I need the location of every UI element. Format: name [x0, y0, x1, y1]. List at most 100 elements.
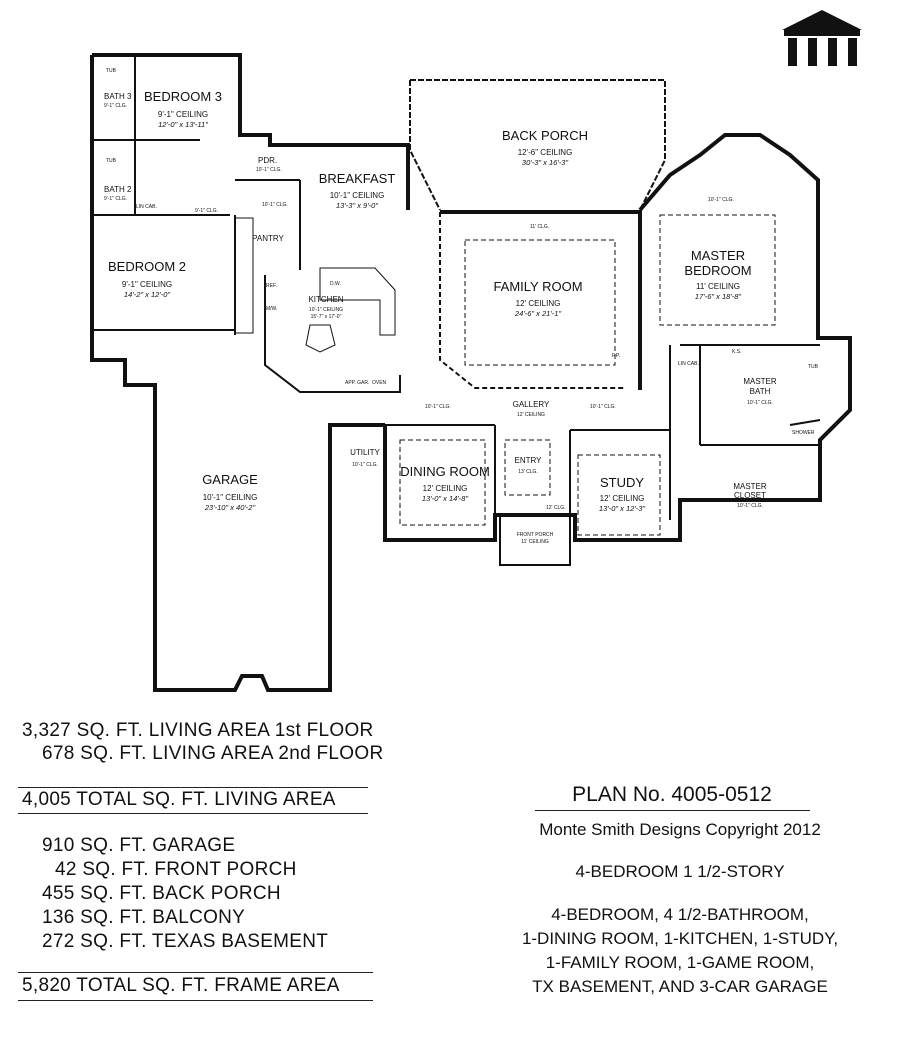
svg-text:CLOSET: CLOSET — [734, 491, 766, 500]
svg-text:11' CEILING: 11' CEILING — [696, 282, 740, 291]
room-utility: UTILITY 10'-1" CLG. — [350, 448, 380, 468]
svg-text:LIN CAB.: LIN CAB. — [136, 204, 157, 210]
svg-text:M/W.: M/W. — [266, 306, 277, 312]
divider — [18, 787, 368, 788]
room-gallery: GALLERY 12' CEILING 10'-1" CLG. 10'-1" C… — [425, 400, 616, 418]
svg-text:17'-6" x 18'-8": 17'-6" x 18'-8" — [695, 292, 741, 301]
svg-text:23'-10" x 40'-2": 23'-10" x 40'-2" — [204, 503, 256, 512]
svg-text:DINING ROOM: DINING ROOM — [400, 464, 490, 479]
divider — [535, 810, 810, 811]
room-front-porch: FRONT PORCH 11' CEILING — [517, 532, 554, 545]
divider — [18, 813, 368, 814]
divider — [18, 972, 373, 973]
room-back-porch: BACK PORCH 12'-6" CEILING 30'-3" x 16'-3… — [502, 128, 588, 167]
svg-text:ENTRY: ENTRY — [515, 456, 543, 465]
svg-text:30'-3" x 16'-3": 30'-3" x 16'-3" — [522, 158, 568, 167]
plan-type: 4-BEDROOM 1 1/2-STORY — [575, 862, 785, 881]
svg-text:GALLERY: GALLERY — [513, 400, 550, 409]
svg-text:12'-6" CEILING: 12'-6" CEILING — [518, 148, 573, 157]
svg-text:F.P.: F.P. — [612, 353, 620, 359]
svg-text:10'-1" CLG.: 10'-1" CLG. — [425, 404, 451, 410]
svg-text:TUB: TUB — [106, 68, 117, 74]
feature-line: 1-DINING ROOM, 1-KITCHEN, 1-STUDY, — [521, 929, 839, 948]
room-master-closet: MASTER CLOSET 10'-1" CLG. — [733, 482, 767, 509]
feature-line: TX BASEMENT, AND 3-CAR GARAGE — [532, 977, 828, 996]
svg-text:13' CLG.: 13' CLG. — [518, 469, 538, 475]
room-study: STUDY 12' CEILING 13'-0" x 12'-3" — [599, 475, 645, 513]
area-front-porch: 42 SQ. FT. FRONT PORCH — [55, 859, 297, 880]
area-total-living: 4,005 TOTAL SQ. FT. LIVING AREA — [22, 789, 336, 810]
interior-walls — [92, 55, 821, 536]
feature-line: 1-FAMILY ROOM, 1-GAME ROOM, — [545, 953, 815, 972]
floor-plan-drawing: BEDROOM 3 9'-1" CEILING 12'-0" x 13'-11"… — [90, 10, 862, 692]
svg-text:12' CEILING: 12' CEILING — [517, 412, 545, 418]
entry-ceiling-note: 12' CLG. — [546, 505, 566, 511]
svg-text:12' CEILING: 12' CEILING — [600, 494, 645, 503]
svg-text:13'-0" x 14'-8": 13'-0" x 14'-8" — [422, 494, 468, 503]
room-pantry: PANTRY — [252, 234, 284, 243]
svg-text:15'-7" x 17'-0": 15'-7" x 17'-0" — [311, 314, 342, 320]
room-bedroom-2: BEDROOM 2 9'-1" CEILING 14'-2" x 12'-0" … — [108, 208, 218, 299]
area-living-1st: 3,327 SQ. FT. LIVING AREA 1st FLOOR — [22, 720, 374, 741]
svg-text:12'-0" x 13'-11": 12'-0" x 13'-11" — [158, 120, 208, 129]
room-family-room: FAMILY ROOM 12' CEILING 24'-6" x 21'-1" … — [493, 224, 620, 359]
svg-text:9'-1" CEILING: 9'-1" CEILING — [122, 280, 172, 289]
svg-text:10'-1" CLG.: 10'-1" CLG. — [256, 167, 282, 173]
svg-text:11' CLG.: 11' CLG. — [530, 224, 549, 230]
room-bedroom-3: BEDROOM 3 9'-1" CEILING 12'-0" x 13'-11" — [144, 89, 222, 129]
svg-text:KITCHEN: KITCHEN — [308, 295, 343, 304]
svg-text:10'-1" CLG.: 10'-1" CLG. — [708, 197, 734, 203]
room-kitchen: KITCHEN 10'-1" CEILING 15'-7" x 17'-0" R… — [266, 281, 387, 386]
svg-text:D.W.: D.W. — [330, 281, 341, 287]
svg-text:MASTER: MASTER — [743, 377, 777, 386]
svg-text:24'-6" x 21'-1": 24'-6" x 21'-1" — [514, 309, 561, 318]
svg-text:GARAGE: GARAGE — [202, 472, 258, 487]
svg-text:BACK PORCH: BACK PORCH — [502, 128, 588, 143]
svg-text:10'-1" CEILING: 10'-1" CEILING — [330, 191, 385, 200]
exterior-walls — [90, 53, 852, 692]
svg-text:SHOWER: SHOWER — [792, 430, 815, 436]
svg-text:9'-1" CLG.: 9'-1" CLG. — [104, 196, 127, 202]
copyright: Monte Smith Designs Copyright 2012 — [539, 820, 821, 839]
svg-text:12' CEILING: 12' CEILING — [423, 484, 468, 493]
room-entry: ENTRY 13' CLG. 12' CLG. — [515, 456, 566, 511]
svg-text:9'-1" CEILING: 9'-1" CEILING — [158, 110, 208, 119]
feature-line: 4-BEDROOM, 4 1/2-BATHROOM, — [551, 905, 809, 924]
area-total-frame: 5,820 TOTAL SQ. FT. FRAME AREA — [22, 975, 340, 996]
svg-text:BEDROOM 3: BEDROOM 3 — [144, 89, 222, 104]
svg-text:10'-1" CEILING: 10'-1" CEILING — [309, 307, 343, 313]
svg-text:BATH 2: BATH 2 — [104, 185, 132, 194]
room-master-bedroom: MASTER BEDROOM 11' CEILING 17'-6" x 18'-… — [684, 197, 751, 301]
house-columns-logo — [782, 10, 862, 66]
divider — [18, 1000, 373, 1001]
svg-text:12' CEILING: 12' CEILING — [516, 299, 561, 308]
svg-text:MASTER: MASTER — [733, 482, 767, 491]
svg-text:BATH 3: BATH 3 — [104, 92, 132, 101]
room-garage: GARAGE 10'-1" CEILING 23'-10" x 40'-2" — [202, 472, 258, 512]
svg-text:13'-0" x 12'-3": 13'-0" x 12'-3" — [599, 504, 645, 513]
svg-text:BREAKFAST: BREAKFAST — [319, 171, 396, 186]
svg-text:BATH: BATH — [750, 387, 771, 396]
area-texas-basement: 272 SQ. FT. TEXAS BASEMENT — [42, 931, 329, 952]
svg-text:REF.: REF. — [266, 283, 277, 289]
svg-text:10'-1" CLG.: 10'-1" CLG. — [352, 462, 378, 468]
svg-text:PANTRY: PANTRY — [252, 234, 284, 243]
room-powder: PDR. 10'-1" CLG. 10'-1" CLG. — [256, 156, 288, 208]
svg-text:BEDROOM 2: BEDROOM 2 — [108, 259, 186, 274]
area-living-2nd: 678 SQ. FT. LIVING AREA 2nd FLOOR — [42, 743, 384, 764]
svg-text:OVEN: OVEN — [372, 380, 387, 386]
svg-text:10'-1" CLG.: 10'-1" CLG. — [747, 400, 773, 406]
room-master-bath: MASTER BATH 10'-1" CLG. K.S. TUB SHOWER … — [678, 349, 819, 436]
svg-text:FAMILY ROOM: FAMILY ROOM — [493, 279, 582, 294]
svg-text:14'-2" x 12'-0": 14'-2" x 12'-0" — [124, 290, 170, 299]
area-back-porch: 455 SQ. FT. BACK PORCH — [42, 883, 281, 904]
room-bath-2: BATH 2 9'-1" CLG. TUB LIN CAB. — [104, 158, 157, 210]
svg-text:TUB: TUB — [106, 158, 117, 164]
svg-text:UTILITY: UTILITY — [350, 448, 380, 457]
svg-text:APP. GAR.: APP. GAR. — [345, 380, 369, 386]
area-balcony: 136 SQ. FT. BALCONY — [42, 907, 246, 928]
svg-text:K.S.: K.S. — [732, 349, 741, 355]
room-breakfast: BREAKFAST 10'-1" CEILING 13'-3" x 9'-0" — [319, 171, 396, 210]
area-garage: 910 SQ. FT. GARAGE — [42, 835, 236, 856]
